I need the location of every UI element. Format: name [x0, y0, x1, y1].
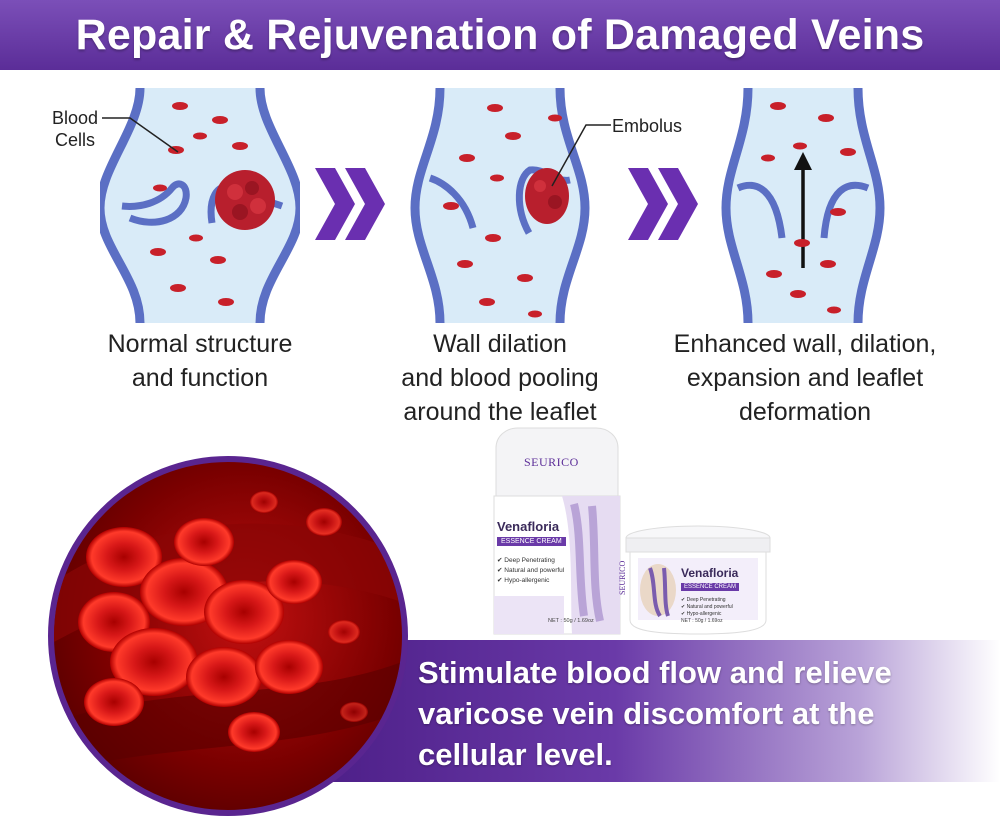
promo-line: Stimulate blood flow and relieve [418, 655, 892, 690]
caption-enhanced: Enhanced wall, dilation, expansion and l… [650, 327, 960, 429]
caption-line: and function [131, 364, 269, 392]
jar-feature: ✔ Hypo-allergenic [681, 611, 722, 617]
jar-feature: ✔ Deep Penetrating [681, 597, 726, 603]
blood-cells-illustration [48, 456, 408, 816]
caption-line: around the leaflet [403, 398, 597, 426]
vein-diagram-normal [100, 88, 300, 323]
vein-diagram-enhanced [721, 88, 885, 323]
promo-line: varicose vein discomfort at the [418, 696, 875, 731]
callout-line: Cells [55, 130, 96, 150]
callout-line: Blood [52, 108, 99, 128]
caption-line: and blood pooling [401, 364, 599, 392]
box-feature: ✔ Deep Penetrating [497, 557, 555, 564]
box-feature: ✔ Hypo-allergenic [497, 577, 550, 584]
jar-net-weight: NET : 50g / 1.69oz [681, 618, 723, 624]
chevron-right-icon [315, 168, 385, 240]
promo-text: Stimulate blood flow and relieve varicos… [418, 652, 958, 775]
jar-subtitle-badge: ESSENCE CREAM [681, 583, 740, 591]
jar-feature: ✔ Natural and powerful [681, 604, 733, 610]
callout-leader-line [102, 117, 179, 153]
box-subtitle-badge: ESSENCE CREAM [497, 537, 566, 546]
jar-brand: SEURICO [618, 560, 627, 595]
vein-diagram-dilated [410, 88, 590, 323]
caption-line: Wall dilation [433, 330, 567, 358]
box-net-weight: NET : 50g / 1.69oz [548, 618, 594, 624]
box-feature: ✔ Natural and powerful [497, 567, 565, 574]
embolus-callout: Embolus [612, 116, 683, 136]
box-product-name: Venafloria [497, 519, 560, 534]
callout-leader-line [551, 124, 611, 187]
caption-line: expansion and leaflet [686, 364, 924, 392]
jar-product-name: Venafloria [681, 566, 739, 580]
blood-cells-callout: Blood Cells [52, 107, 98, 151]
red-blood-cells-image [54, 491, 402, 772]
caption-normal: Normal structure and function [60, 327, 340, 395]
promo-band [300, 640, 1000, 782]
page-title: Repair & Rejuvenation of Damaged Veins [75, 10, 925, 59]
caption-dilated: Wall dilation and blood pooling around t… [360, 327, 640, 429]
title-banner: Repair & Rejuvenation of Damaged Veins [0, 0, 1000, 70]
chevron-right-icon [628, 168, 698, 240]
promo-line: cellular level. [418, 737, 613, 772]
caption-line: deformation [738, 398, 872, 426]
product-box [493, 427, 621, 635]
box-feature-list: ✔ Deep Penetrating ✔ Natural and powerfu… [497, 556, 564, 586]
box-brand: SEURICO [524, 455, 579, 469]
jar-feature-list: ✔ Deep Penetrating ✔ Natural and powerfu… [681, 597, 733, 618]
caption-line: Normal structure [107, 330, 293, 358]
caption-line: Enhanced wall, dilation, [673, 330, 937, 358]
